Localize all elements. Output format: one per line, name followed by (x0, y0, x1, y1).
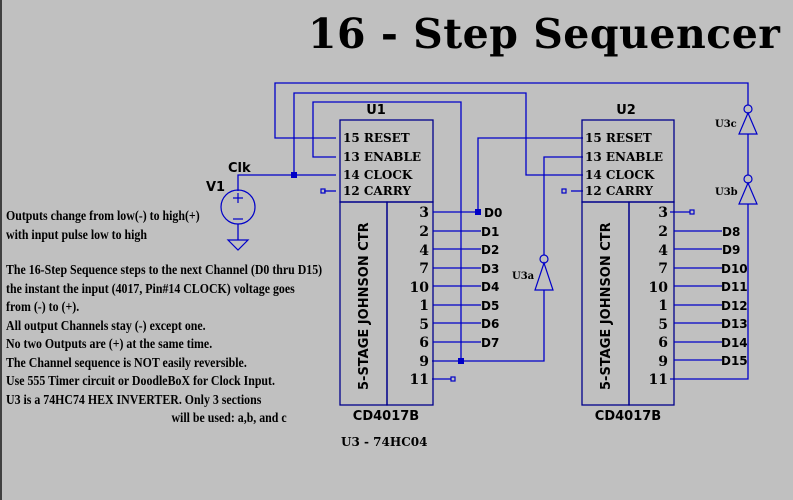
note-line: will be used: a,b, and c (171, 410, 287, 425)
net-label-d12: D12 (721, 299, 748, 313)
u3b-label: U3b (715, 187, 738, 198)
u1-pin-num: 11 (410, 372, 429, 388)
net-label-d5: D5 (481, 299, 499, 313)
junction-dot-pin9 (458, 358, 464, 364)
u1-pin-num: 3 (419, 205, 429, 221)
net-label-d0: D0 (484, 206, 502, 220)
u2-pin-num: 2 (658, 224, 668, 240)
inverter-part-label: U3 - 74HC04 (341, 435, 427, 449)
u2-output-nets: D8 D9 D10 D11 D12 D13 D14 D15 (721, 225, 748, 368)
net-label-d2: D2 (481, 243, 499, 257)
u1-pin-num: 9 (419, 354, 429, 370)
u1-pin11-terminal (450, 376, 456, 382)
u2-pin-enable: 13 ENABLE (585, 150, 663, 164)
u1-output-pins: 3 2 4 7 10 1 5 6 9 11 (410, 205, 430, 388)
u2-pin-num: 11 (649, 372, 668, 388)
u2-pin3-terminal (689, 209, 695, 215)
u2-pin-carry: 12 CARRY (585, 184, 653, 198)
u3a-label: U3a (512, 271, 535, 282)
u2-pin-num: 9 (658, 354, 668, 370)
net-label-d8: D8 (722, 225, 740, 239)
net-label-d10: D10 (721, 262, 748, 276)
u3c-inverter-icon (738, 111, 758, 135)
u1-part-number: CD4017B (353, 409, 419, 424)
u2-pin-num: 7 (658, 261, 668, 277)
wire-clk (237, 174, 336, 191)
u3c-label: U3c (715, 119, 737, 130)
wire-u1-enable-loop (312, 101, 462, 361)
note-line: All output Channels stay (-) except one. (6, 317, 206, 333)
source-ref-v1: V1 (206, 180, 225, 195)
note-line: U3 is a 74HC74 HEX INVERTER. Only 3 sect… (6, 391, 262, 407)
u2-pin-num: 10 (649, 280, 669, 296)
u1-pin-num: 10 (410, 280, 430, 296)
u2-pin-clock: 14 CLOCK (585, 168, 655, 182)
u2-pin-reset: 15 RESET (585, 131, 652, 145)
u2-carry-terminal (561, 188, 567, 194)
u2-output-wires (674, 230, 722, 361)
note-line: The 16-Step Sequence steps to the next C… (6, 262, 323, 277)
u1-carry-terminal (320, 188, 326, 194)
u1-ref: U1 (366, 103, 386, 118)
u2-pin-num: 3 (658, 205, 668, 221)
u1-output-wires (433, 211, 481, 343)
u2-part-number: CD4017B (595, 409, 661, 424)
u1-body-label: 5-STAGE JOHNSON CTR (357, 222, 372, 390)
diagram-title: 16 - Step Sequencer (308, 10, 781, 58)
note-line: from (-) to (+). (6, 299, 80, 314)
wire-d0-to-u2-reset (477, 137, 583, 212)
net-label-d9: D9 (722, 243, 740, 257)
u1-pin-num: 4 (419, 243, 429, 259)
net-label-d13: D13 (721, 317, 748, 331)
u1-pin-num: 1 (419, 298, 429, 314)
u2-pin-num: 1 (658, 298, 668, 314)
u2-pin-num: 5 (658, 317, 668, 333)
u1-pin-reset: 15 RESET (343, 131, 410, 145)
net-label-d4: D4 (481, 280, 499, 294)
wire-u3a-out (432, 290, 545, 362)
u3a-inverter-icon (534, 261, 554, 291)
u2-pin-num: 6 (658, 335, 668, 351)
u1-body-right (386, 201, 434, 406)
net-label-d1: D1 (481, 225, 499, 239)
note-line: with input pulse low to high (6, 226, 147, 242)
note-line: the instant the input (4017, Pin#14 CLOC… (6, 280, 295, 296)
u2-body-right (628, 201, 675, 406)
net-label-d3: D3 (481, 262, 499, 276)
junction-dot-clk (291, 172, 297, 178)
wire-u2-pin11-to-u3b (670, 204, 749, 380)
u1-pin-num: 6 (419, 335, 429, 351)
note-line: No two Outputs are (+) at the same time. (6, 336, 213, 351)
note-spacer (6, 244, 322, 261)
net-label-d15: D15 (721, 354, 748, 368)
window-left-border (0, 0, 2, 500)
u2-output-pins: 3 2 4 7 10 1 5 6 9 11 (649, 205, 669, 388)
note-line: The Channel sequence is NOT easily rever… (6, 354, 247, 370)
u1-output-nets: D0 D1 D2 D3 D4 D5 D6 D7 (481, 206, 502, 350)
net-label-d7: D7 (481, 336, 499, 350)
wire-u2-enable (543, 156, 583, 255)
u1-pin-num: 7 (419, 261, 429, 277)
u3b-inverter-icon (738, 181, 758, 205)
notes-text-block: Outputs change from low(-) to high(+) wi… (6, 207, 322, 428)
wire-reset-loop (274, 82, 749, 139)
u2-pin-num: 4 (658, 243, 668, 259)
u2-body-label: 5-STAGE JOHNSON CTR (599, 222, 614, 390)
note-line: Use 555 Timer circuit or DoodleBoX for C… (6, 373, 275, 388)
u2-ref: U2 (616, 103, 636, 118)
net-label-d14: D14 (721, 336, 748, 350)
note-line: Outputs change from low(-) to high(+) (6, 208, 200, 223)
u1-pin-num: 2 (419, 224, 429, 240)
u1-pin-carry: 12 CARRY (343, 184, 411, 198)
ground-icon (226, 239, 250, 251)
net-label-d6: D6 (481, 317, 499, 331)
u1-pin-clock: 14 CLOCK (343, 168, 413, 182)
wire-clock-to-u2 (293, 92, 583, 176)
u1-pin-num: 5 (419, 317, 429, 333)
net-label-clk: Clk (228, 161, 251, 176)
u1-pin-enable: 13 ENABLE (343, 150, 421, 164)
net-label-d11: D11 (721, 280, 748, 294)
